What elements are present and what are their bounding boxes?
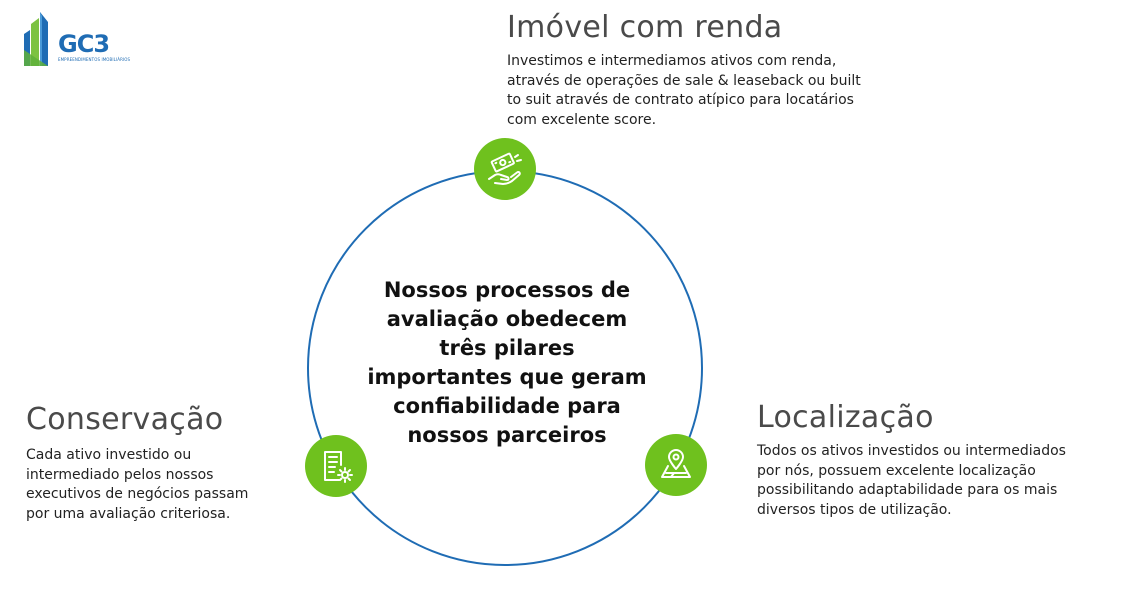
- badge-conservacao: [305, 435, 367, 497]
- pillar-description-localizacao: Todos os ativos investidos ou intermedia…: [757, 443, 1066, 518]
- pillar-description-conservacao: Cada ativo investido ou intermediado pel…: [26, 447, 249, 522]
- pillar-title-conservacao: Conservação: [26, 402, 224, 437]
- logo-subtitle: EMPREENDIMENTOS IMOBILIÁRIOS: [58, 57, 131, 62]
- map-pin-icon: [661, 449, 691, 478]
- pillar-title-imovel-com-renda: Imóvel com renda: [507, 10, 783, 45]
- badge-localizacao: [645, 434, 707, 496]
- pillar-title-localizacao: Localização: [757, 400, 934, 435]
- document-gear-icon: [324, 451, 353, 483]
- company-logo[interactable]: GC3 EMPREENDIMENTOS IMOBILIÁRIOS: [24, 10, 130, 70]
- building-logo-icon: [24, 12, 48, 66]
- badge-imovel-com-renda: [474, 138, 536, 200]
- money-hand-icon: [488, 152, 522, 185]
- logo-wordmark: GC3: [58, 30, 110, 58]
- center-statement: Nossos processos de avaliação obedecem t…: [367, 278, 647, 447]
- pillar-description-imovel-com-renda: Investimos e intermediamos ativos com re…: [507, 53, 861, 128]
